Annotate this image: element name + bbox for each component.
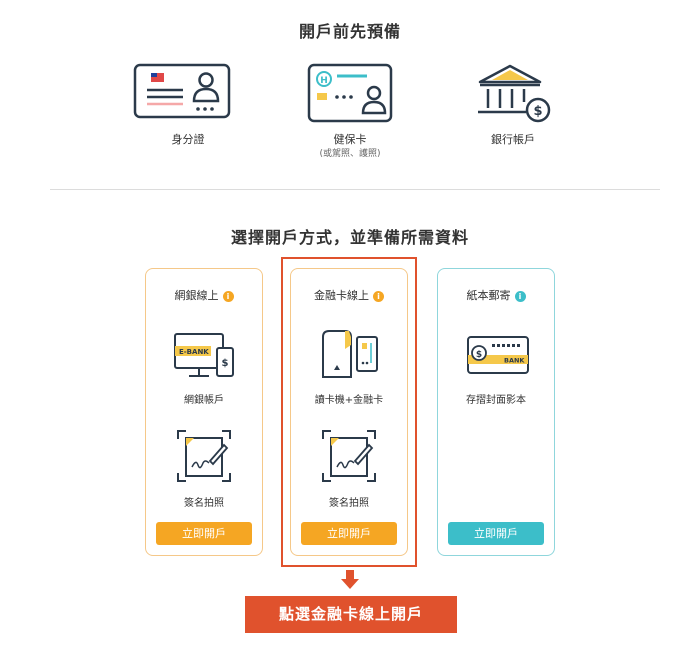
passbook-icon: $ BANK [467,336,529,374]
prep-title: 開戶前先預備 [298,22,401,41]
info-icon[interactable]: i [514,290,526,302]
card-reader-icon [322,330,378,378]
signature-photo-icon [322,430,376,482]
card-item: 讀卡機+金融卡 [314,395,384,406]
prep-label-id: 身分證 [171,133,205,146]
arrow-down-icon [341,570,359,589]
open-account-button[interactable]: 立即開戶 [156,522,252,545]
prep-label-bank: 銀行帳戶 [491,133,535,146]
info-icon[interactable]: i [222,290,234,302]
section-divider [50,189,660,190]
open-account-button[interactable]: 立即開戶 [448,522,544,545]
open-account-button[interactable]: 立即開戶 [301,522,397,545]
card-item: 存摺封面影本 [466,395,526,406]
card-title-row: 金融卡線上 i [291,287,407,303]
signature-photo-icon [177,430,231,482]
card-title: 網銀線上 [174,289,219,302]
card-item: 簽名拍照 [184,498,224,509]
ebank-text: E-BANK [179,348,209,356]
computer-ebank-icon: E-BANK $ [174,333,234,377]
health-card-icon: H [307,63,393,123]
prep-sub-health: (或駕照、護照) [319,149,381,159]
methods-title: 選擇開戶方式，並準備所需資料 [230,228,469,247]
id-card-icon [133,63,231,119]
card-item: 網銀帳戶 [184,395,224,406]
method-card-debitcard[interactable]: 金融卡線上 i 讀卡機+金融卡 簽名拍照 立即開戶 [290,268,408,556]
card-title: 紙本郵寄 [466,289,511,302]
bank-text: BANK [504,357,525,365]
card-title: 金融卡線上 [314,289,369,302]
info-icon[interactable]: i [373,290,384,302]
prep-label-health: 健保卡 [333,133,367,146]
highlight-box [281,257,417,567]
bank-icon: $ [478,64,551,123]
card-item: 簽名拍照 [329,498,369,509]
svg-text:$: $ [533,104,542,119]
svg-text:$: $ [222,358,229,369]
svg-text:H: H [320,76,328,86]
callout-banner: 點選金融卡線上開戶 [245,596,457,633]
svg-text:$: $ [476,350,482,360]
